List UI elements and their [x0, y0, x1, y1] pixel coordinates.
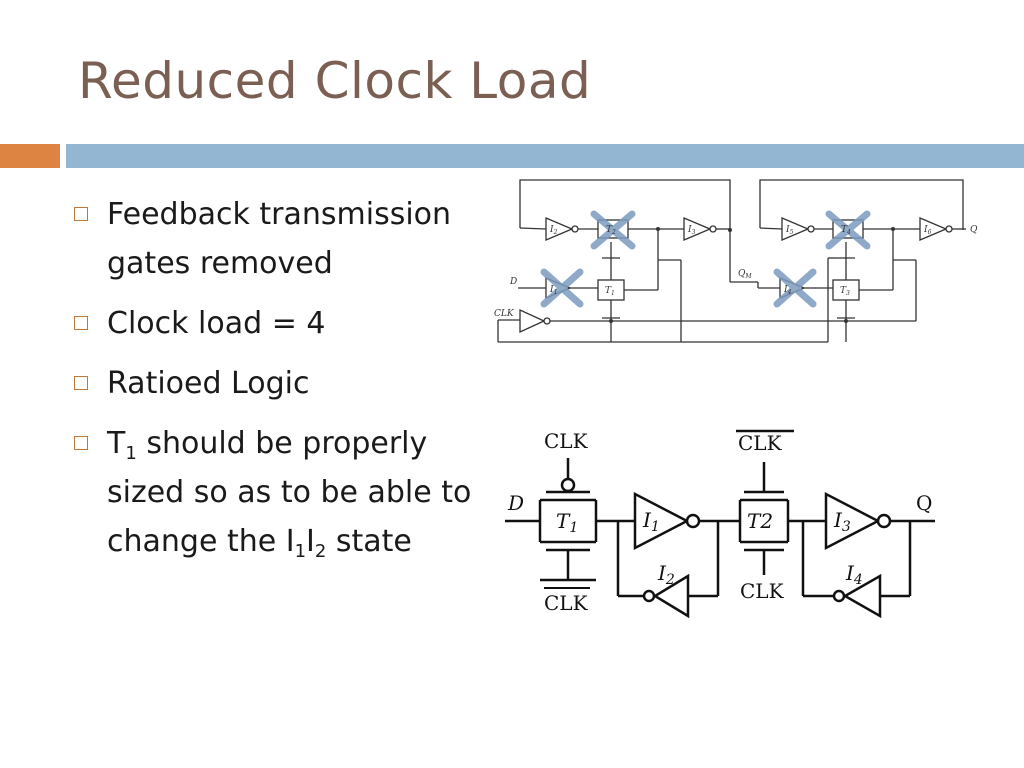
bullet-item: Ratioed Logic	[72, 359, 472, 408]
reduced-clock-latch-schematic: CLK CLK CLK CLK D T1 I1 I2 T2 I3 I4 Q	[505, 429, 935, 619]
label-i2: I2	[549, 225, 558, 236]
bullet-item: T1 should be properly sized so as to be …	[72, 419, 472, 566]
bullet-list: Feedback transmission gates removed Cloc…	[72, 190, 472, 577]
label-t3: T3	[840, 286, 850, 297]
label-t1: T1	[556, 509, 578, 536]
label-i3: I3	[833, 508, 851, 535]
bullet-text: Clock load = 4	[107, 306, 326, 341]
label-i1: I1	[549, 285, 557, 296]
label-i3: I3	[687, 225, 696, 236]
label-d: D	[507, 491, 524, 515]
bullet-square-icon	[74, 376, 88, 390]
bullet-square-icon	[74, 207, 88, 221]
label-clk: CLK	[494, 309, 515, 319]
bullet-text: Ratioed Logic	[107, 366, 310, 401]
label-qm: QM	[738, 269, 752, 280]
master-slave-latch-schematic: I2 T2 I3 I5 T4 I6 Q D I1 T1 QM I4 T3 CLK	[494, 179, 978, 343]
label-i5: I5	[785, 225, 794, 236]
label-q: Q	[916, 491, 932, 515]
label-clk-bottom-left: CLK	[544, 591, 589, 615]
label-q: Q	[970, 225, 978, 235]
label-i2: I2	[657, 561, 675, 588]
label-clk-top-right: CLK	[738, 431, 783, 455]
label-clk-bottom-right: CLK	[740, 579, 785, 603]
label-i4: I4	[783, 285, 792, 296]
removed-gate-marks	[540, 210, 871, 308]
slide-title: Reduced Clock Load	[78, 52, 592, 110]
label-clk-top-left: CLK	[544, 429, 589, 453]
bullet-square-icon	[74, 436, 88, 450]
bullet-item: Feedback transmission gates removed	[72, 190, 472, 288]
label-d: D	[509, 277, 517, 287]
bullet-item: Clock load = 4	[72, 299, 472, 348]
accent-bar-orange	[0, 144, 60, 168]
label-t2: T2	[606, 225, 616, 236]
bullet-text: T1 should be properly sized so as to be …	[107, 426, 472, 562]
label-i1: I1	[642, 508, 660, 535]
label-t2: T2	[747, 509, 773, 533]
label-i6: I6	[923, 225, 932, 236]
label-i4: I4	[845, 561, 863, 588]
bullet-square-icon	[74, 316, 88, 330]
bullet-text: Feedback transmission gates removed	[107, 197, 452, 281]
label-t4: T4	[841, 225, 851, 236]
label-t1: T1	[605, 286, 615, 297]
accent-bar-blue	[66, 144, 1024, 168]
